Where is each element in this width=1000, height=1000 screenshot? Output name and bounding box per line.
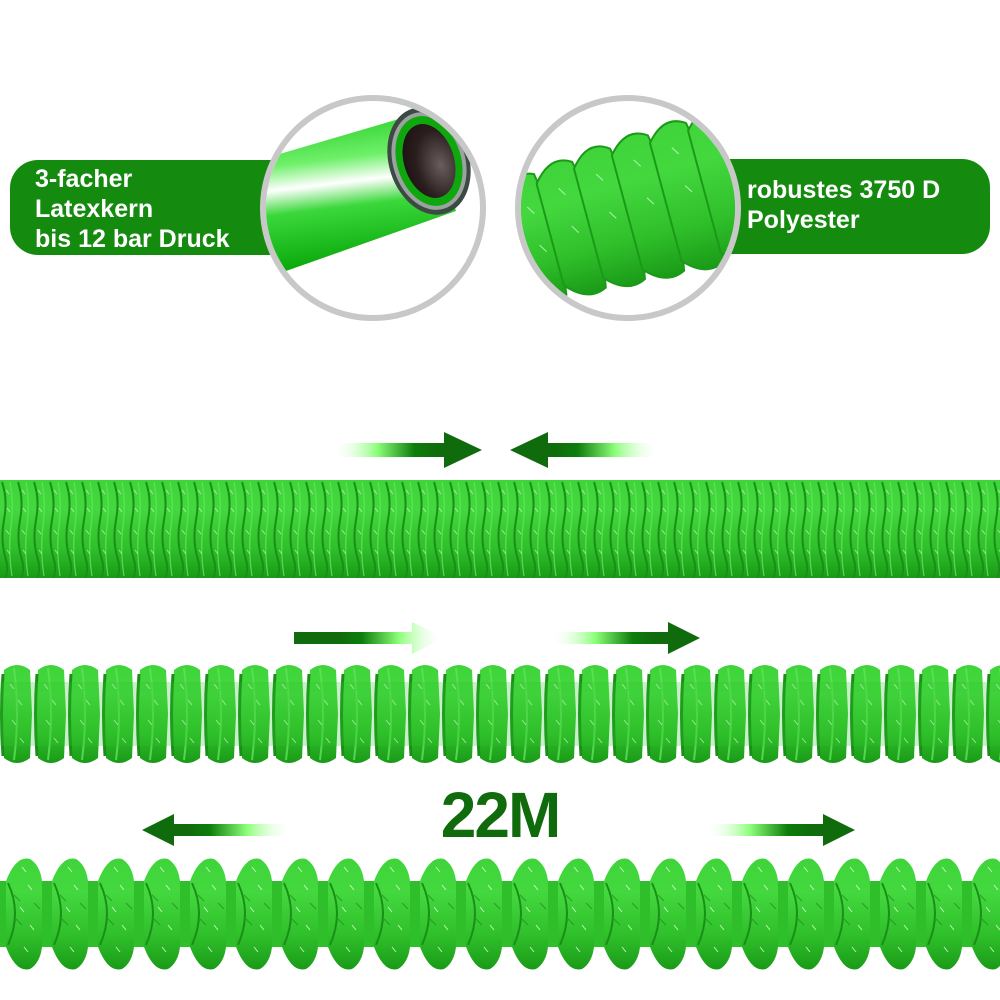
braided-hose-closeup-icon xyxy=(515,95,741,321)
polyester-line-2: Polyester xyxy=(747,206,860,234)
polyester-label: robustes 3750 D Polyester xyxy=(700,159,990,254)
latex-core-line-2: Latexkern xyxy=(35,195,154,223)
arrow-right-outward-icon xyxy=(550,622,700,654)
hose-cross-section-icon xyxy=(260,95,486,321)
latex-core-label: 3-facher Latexkern bis 12 bar Druck xyxy=(10,160,300,255)
hose-extended xyxy=(0,855,1000,973)
latex-core-line-1: 3-facher xyxy=(35,165,133,193)
polyester-line-1: robustes 3750 D xyxy=(747,176,941,204)
latex-core-line-3: bis 12 bar Druck xyxy=(35,225,230,253)
hose-length-label: 22M xyxy=(440,779,562,851)
arrow-left-outward-icon xyxy=(294,622,444,654)
hose-compressed xyxy=(0,480,1000,578)
arrow-left-outward-long-icon xyxy=(142,814,292,846)
arrow-right-inward-icon xyxy=(332,432,482,468)
arrow-right-outward-long-icon xyxy=(705,814,855,846)
hose-medium xyxy=(0,660,1000,768)
arrow-left-inward-icon xyxy=(510,432,660,468)
